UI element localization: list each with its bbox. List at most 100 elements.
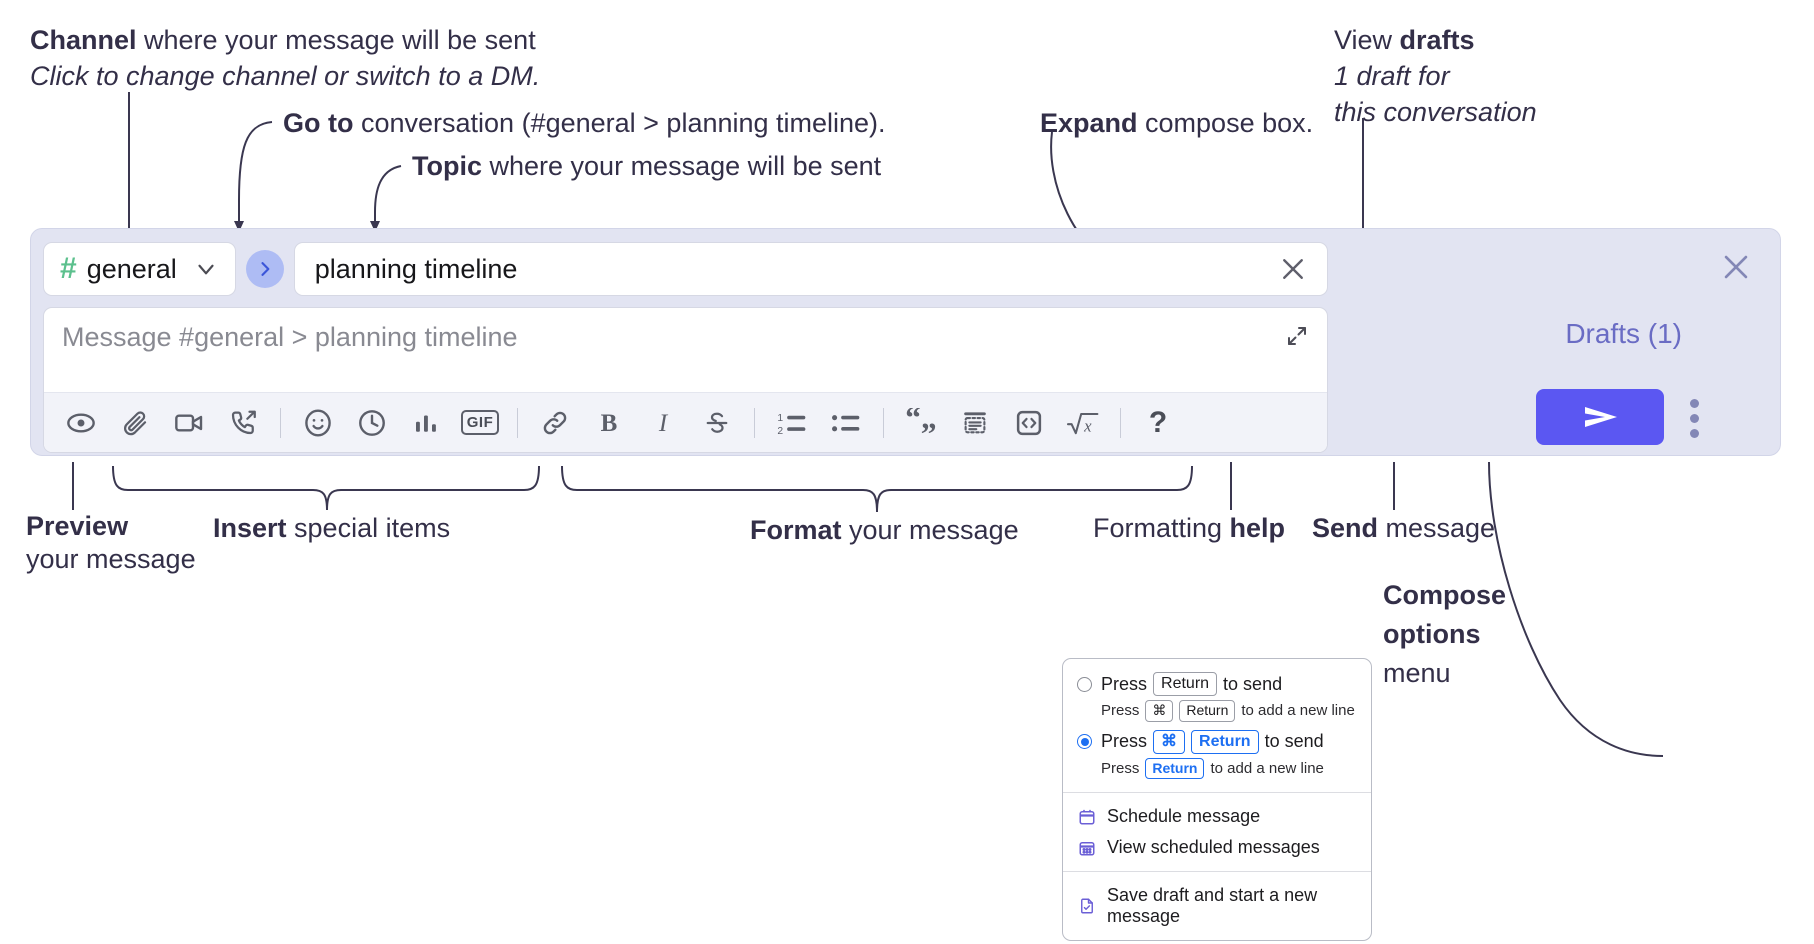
annotation-goto-rest: conversation (#general > planning timeli… <box>353 108 886 138</box>
menu-item-view-scheduled[interactable]: View scheduled messages <box>1063 832 1371 863</box>
opt2-post: to send <box>1264 731 1324 751</box>
close-icon <box>1283 259 1303 279</box>
annotation-insert-rest: special items <box>286 513 451 543</box>
video-clip-icon[interactable] <box>166 400 212 446</box>
code-block-icon[interactable] <box>952 400 998 446</box>
attachment-icon[interactable] <box>112 400 158 446</box>
message-placeholder: Message #general > planning timeline <box>62 322 518 352</box>
radio-return[interactable] <box>1077 676 1092 692</box>
toolbar-separator <box>1120 407 1121 438</box>
key-command: ⌘ <box>1145 700 1174 722</box>
svg-text:I: I <box>658 410 669 437</box>
goto-arrow-icon <box>261 262 270 276</box>
audio-clip-icon[interactable] <box>220 400 266 446</box>
annotation-topic-rest: where your message will be sent <box>482 151 882 181</box>
send-option-return-label: Press Return to send <box>1101 672 1282 696</box>
math-icon[interactable]: x <box>1060 400 1106 446</box>
goto-conversation-button[interactable] <box>245 250 284 288</box>
topic-input[interactable] <box>312 252 1273 286</box>
send-option-return[interactable]: Press Return to send <box>1063 669 1371 699</box>
drafts-link[interactable]: Drafts (1) <box>1565 318 1682 349</box>
key-return: Return <box>1191 729 1259 754</box>
gif-icon[interactable]: GIF <box>457 400 503 446</box>
menu-divider <box>1063 792 1371 793</box>
annotation-drafts-line2: 1 draft for <box>1334 61 1450 91</box>
clock-icon[interactable] <box>349 400 395 446</box>
compose-close-button[interactable] <box>1716 247 1756 287</box>
radio-cmd-return[interactable] <box>1077 734 1092 749</box>
opt2-sub-post: to add a new line <box>1210 759 1324 777</box>
annotation-help: Formatting help <box>1093 510 1285 546</box>
channel-selector[interactable]: # general <box>43 242 236 296</box>
channel-name-label: general <box>86 253 177 284</box>
menu-item-schedule-message[interactable]: Schedule message <box>1063 801 1371 832</box>
blockquote-icon[interactable]: “„ <box>898 400 944 446</box>
send-option-cmd-return-label: Press ⌘ Return to send <box>1101 729 1324 754</box>
menu-item-label: Schedule message <box>1107 806 1261 826</box>
annotation-channel-bold: Channel <box>30 25 137 55</box>
menu-item-label: Save draft and start a new message <box>1107 885 1318 926</box>
annotation-insert: Insert special items <box>213 510 450 546</box>
bulleted-list-icon[interactable] <box>823 400 869 446</box>
annotation-preview-line2: your message <box>26 544 196 574</box>
annotation-help-bold: help <box>1229 513 1286 543</box>
send-button[interactable] <box>1536 389 1664 445</box>
send-option-return-sub: Press ⌘ Return to add a new line <box>1063 699 1371 727</box>
send-option-cmd-return[interactable]: Press ⌘ Return to send <box>1063 727 1371 757</box>
topic-clear-button[interactable] <box>1273 249 1313 289</box>
svg-text:2: 2 <box>777 425 783 436</box>
annotation-insert-bold: Insert <box>213 513 287 543</box>
svg-text:B: B <box>601 410 618 437</box>
message-text-area[interactable]: Message #general > planning timeline <box>44 308 1327 392</box>
topic-field[interactable] <box>293 242 1328 296</box>
annotation-compose-line2: options <box>1383 619 1481 649</box>
menu-divider <box>1063 871 1371 872</box>
compose-options-kebab-icon[interactable] <box>1678 395 1710 441</box>
svg-text:x: x <box>1083 416 1092 435</box>
italic-icon[interactable]: I <box>640 400 686 446</box>
opt1-sub-pre: Press <box>1101 702 1140 720</box>
message-input-box[interactable]: Message #general > planning timeline <box>43 307 1328 453</box>
annotation-preview-bold: Preview <box>26 511 129 541</box>
annotation-channel-italic: Click to change channel or switch to a D… <box>30 61 541 91</box>
code-icon[interactable] <box>1006 400 1052 446</box>
toolbar-separator <box>280 407 281 438</box>
poll-icon[interactable] <box>403 400 449 446</box>
menu-item-label: View scheduled messages <box>1107 837 1320 857</box>
link-icon[interactable] <box>532 400 578 446</box>
gif-label: GIF <box>460 410 500 435</box>
annotation-topic: Topic where your message will be sent <box>412 148 881 184</box>
send-option-cmd-return-sub: Press Return to add a new line <box>1063 757 1371 785</box>
formatting-toolbar: GIF B I <box>44 392 1327 452</box>
toolbar-separator <box>754 407 755 438</box>
expand-compose-button[interactable] <box>1279 318 1315 354</box>
svg-text:1: 1 <box>777 413 783 424</box>
bold-icon[interactable]: B <box>586 400 632 446</box>
calendar-schedule-icon <box>1077 807 1097 827</box>
strikethrough-icon[interactable] <box>694 400 740 446</box>
close-icon <box>1724 255 1748 279</box>
toolbar-separator <box>883 407 884 438</box>
annotation-format-bold: Format <box>750 515 842 545</box>
annotation-drafts-line3: this conversation <box>1334 97 1537 127</box>
annotation-drafts-reg: View <box>1334 25 1400 55</box>
annotation-send: Send message <box>1312 510 1495 546</box>
preview-icon[interactable] <box>58 400 104 446</box>
key-return: Return <box>1153 672 1218 696</box>
hash-icon: # <box>60 252 77 285</box>
menu-item-save-draft[interactable]: Save draft and start a new message <box>1063 880 1371 932</box>
annotation-view-drafts: View drafts 1 draft for this conversatio… <box>1334 22 1537 130</box>
help-icon[interactable]: ? <box>1135 400 1181 446</box>
opt1-pre: Press <box>1101 673 1148 694</box>
annotation-goto: Go to conversation (#general > planning … <box>283 105 886 141</box>
svg-text:“„: “„ <box>905 408 937 435</box>
key-command: ⌘ <box>1153 729 1186 754</box>
expand-icon <box>1288 327 1306 345</box>
emoji-icon[interactable] <box>295 400 341 446</box>
compose-panel: # general <box>30 228 1781 456</box>
annotation-expand: Expand compose box. <box>1040 105 1313 141</box>
compose-options-menu: Press Return to send Press ⌘ Return to a… <box>1062 658 1372 941</box>
